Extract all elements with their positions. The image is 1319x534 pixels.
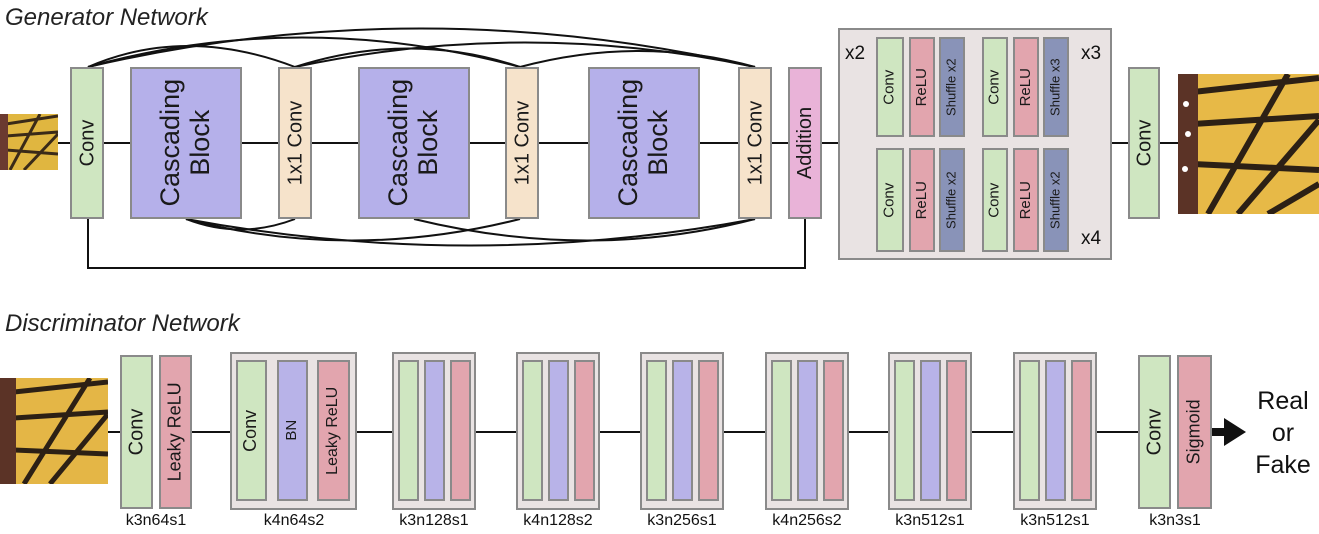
generator-conv-output-label: Conv <box>1133 119 1156 167</box>
disc-group-5-bn <box>797 360 818 501</box>
disc-group-4-bn <box>672 360 693 501</box>
generator-conv-input: Conv <box>70 67 104 219</box>
disc-second-conv-label: Conv <box>240 409 261 452</box>
disc-group-6-conv <box>894 360 915 501</box>
up-top-relu-a-label: ReLU <box>912 67 930 107</box>
onex-conv-2-label: 1x1 Conv <box>511 100 533 186</box>
disc-group-7-act <box>1071 360 1092 501</box>
butterfly-lowres-thumbnail <box>0 114 58 170</box>
butterfly-disc-thumbnail <box>0 378 108 484</box>
up-top-shuffle-a: Shuffle x2 <box>939 37 965 137</box>
disc-caption-7: k3n512s1 <box>1020 512 1090 529</box>
input-lowres-image <box>0 114 58 170</box>
cascading-block-2: Cascading Block <box>358 67 470 219</box>
cascading-block-3-label: Cascading Block <box>613 79 674 207</box>
discriminator-input-image <box>0 378 108 484</box>
output-highres-image <box>1178 74 1319 214</box>
discriminator-title: Discriminator Network <box>5 310 240 337</box>
disc-first-act-label: Leaky ReLU <box>164 382 185 482</box>
disc-first-conv-label: Conv <box>125 408 148 456</box>
up-bottom-shuffle-b: Shuffle x2 <box>1043 148 1069 252</box>
disc-group-6-bn <box>920 360 941 501</box>
up-bottom-relu-a-label: ReLU <box>912 180 930 220</box>
generator-conv-input-label: Conv <box>76 119 99 167</box>
disc-group-2-act <box>450 360 471 501</box>
disc-first-act: Leaky ReLU <box>159 355 192 509</box>
up-bottom-conv-b: Conv <box>982 148 1008 252</box>
generator-title: Generator Network <box>5 4 208 31</box>
disc-group-2-bn <box>424 360 445 501</box>
cascading-block-2-label: Cascading Block <box>383 79 444 207</box>
disc-second-conv: Conv <box>236 360 267 501</box>
real-or-fake-output: Real or Fake <box>1255 387 1311 479</box>
up-top-relu-b-label: ReLU <box>1016 67 1034 107</box>
cascading-block-1: Cascading Block <box>130 67 242 219</box>
disc-last-act: Sigmoid <box>1177 355 1212 509</box>
up-bottom-shuffle-a-label: Shuffle x2 <box>943 171 959 229</box>
disc-group-4-act <box>698 360 719 501</box>
up-bottom-shuffle-a: Shuffle x2 <box>939 148 965 252</box>
up-bottom-relu-b: ReLU <box>1013 148 1039 252</box>
disc-caption-8: k3n3s1 <box>1149 512 1201 529</box>
up-bottom-relu-b-label: ReLU <box>1016 180 1034 220</box>
onex-conv-3-label: 1x1 Conv <box>744 100 766 186</box>
up-top-conv-a-label: Conv <box>880 69 898 105</box>
upsample-x3-label: x3 <box>1081 43 1102 64</box>
addition-label: Addition <box>794 106 816 180</box>
up-top-shuffle-b: Shuffle x3 <box>1043 37 1069 137</box>
disc-caption-3: k4n128s2 <box>523 512 593 529</box>
disc-last-conv-label: Conv <box>1143 408 1166 456</box>
disc-caption-6: k3n512s1 <box>895 512 965 529</box>
disc-group-6-act <box>946 360 967 501</box>
up-bottom-conv-b-label: Conv <box>985 182 1003 218</box>
disc-group-4-conv <box>646 360 667 501</box>
disc-group-3-bn <box>548 360 569 501</box>
disc-group-5-act <box>823 360 844 501</box>
disc-group-2-conv <box>398 360 419 501</box>
up-top-relu-b: ReLU <box>1013 37 1039 137</box>
disc-last-act-label: Sigmoid <box>1183 399 1204 465</box>
upsample-x4-label: x4 <box>1081 228 1102 249</box>
up-top-shuffle-a-label: Shuffle x2 <box>943 58 959 116</box>
disc-group-5-conv <box>771 360 792 501</box>
upsample-x2-label: x2 <box>845 43 866 64</box>
disc-second-act: Leaky ReLU <box>317 360 350 501</box>
up-bottom-relu-a: ReLU <box>909 148 935 252</box>
disc-caption-5: k4n256s2 <box>772 512 842 529</box>
disc-caption-1: k4n64s2 <box>263 512 325 529</box>
disc-group-3-conv <box>522 360 543 501</box>
disc-group-7-bn <box>1045 360 1066 501</box>
up-bottom-shuffle-b-label: Shuffle x2 <box>1047 171 1063 229</box>
generator-conv-output: Conv <box>1128 67 1160 219</box>
cascading-block-3: Cascading Block <box>588 67 700 219</box>
up-top-shuffle-b-label: Shuffle x3 <box>1047 58 1063 116</box>
up-bottom-conv-a: Conv <box>876 148 904 252</box>
butterfly-highres-thumbnail <box>1178 74 1319 214</box>
disc-last-conv: Conv <box>1138 355 1171 509</box>
disc-caption-4: k3n256s1 <box>647 512 717 529</box>
disc-first-conv: Conv <box>120 355 153 509</box>
disc-second-bn: BN <box>277 360 308 501</box>
disc-group-3-act <box>574 360 595 501</box>
up-top-relu-a: ReLU <box>909 37 935 137</box>
disc-caption-2: k3n128s1 <box>399 512 469 529</box>
up-bottom-conv-a-label: Conv <box>880 182 898 218</box>
onex-conv-1-label: 1x1 Conv <box>284 100 306 186</box>
disc-caption-0: k3n64s1 <box>125 512 187 529</box>
onex-conv-2: 1x1 Conv <box>505 67 539 219</box>
up-top-conv-a: Conv <box>876 37 904 137</box>
disc-second-act-label: Leaky ReLU <box>324 386 342 475</box>
up-top-conv-b-label: Conv <box>985 69 1003 105</box>
cascading-block-1-label: Cascading Block <box>155 79 216 207</box>
onex-conv-3: 1x1 Conv <box>738 67 772 219</box>
disc-group-7-conv <box>1019 360 1040 501</box>
up-top-conv-b: Conv <box>982 37 1008 137</box>
addition-block: Addition <box>788 67 822 219</box>
onex-conv-1: 1x1 Conv <box>278 67 312 219</box>
disc-second-bn-label: BN <box>283 420 301 441</box>
